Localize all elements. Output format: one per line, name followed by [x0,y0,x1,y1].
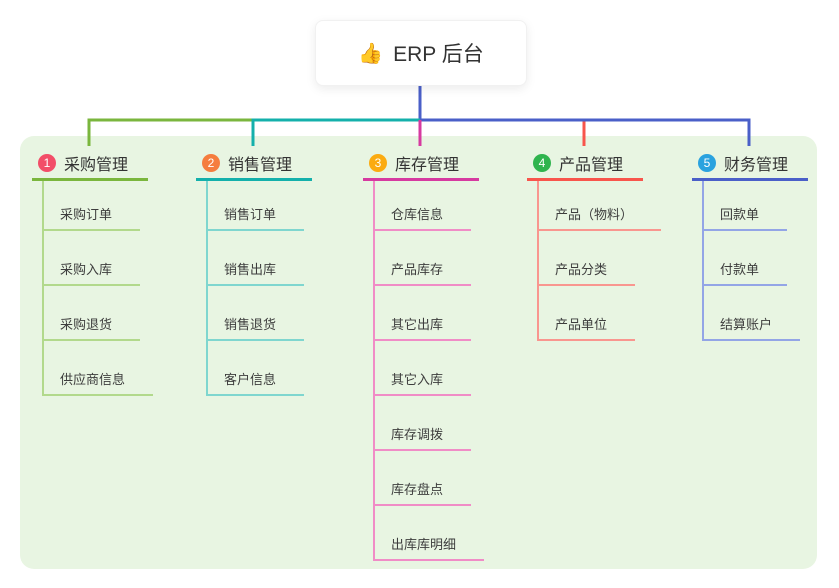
branch-5: 5 财务管理 回款单付款单结算账户 [692,148,808,341]
child-item[interactable]: 其它入库 [375,341,472,396]
child-item[interactable]: 产品库存 [375,231,472,286]
root-node[interactable]: 👍 ERP 后台 [315,20,527,86]
child-item[interactable]: 销售订单 [208,181,305,231]
branch-header[interactable]: 2 销售管理 [196,148,312,178]
branch-title: 产品管理 [559,157,624,174]
branches-panel [20,136,817,569]
branch-number-badge: 4 [533,154,551,172]
branch-children: 采购订单采购入库采购退货供应商信息 [42,181,154,396]
branch-children: 销售订单销售出库销售退货客户信息 [206,181,305,396]
branch-title: 销售管理 [228,157,293,174]
branch-number-badge: 3 [369,154,387,172]
child-item[interactable]: 结算账户 [704,286,801,341]
branch-2: 2 销售管理 销售订单销售出库销售退货客户信息 [196,148,312,396]
branch-title: 采购管理 [64,157,129,174]
branch-header[interactable]: 5 财务管理 [692,148,808,178]
child-item[interactable]: 采购入库 [44,231,141,286]
branch-number-badge: 1 [38,154,56,172]
child-item[interactable]: 销售退货 [208,286,305,341]
thumbs-up-icon: 👍 [358,42,384,65]
child-item[interactable]: 客户信息 [208,341,305,396]
child-item[interactable]: 库存调拨 [375,396,472,451]
branch-underline [527,178,643,181]
child-item[interactable]: 付款单 [704,231,788,286]
branch-header[interactable]: 1 采购管理 [32,148,148,178]
branch-title: 财务管理 [724,157,789,174]
branch-underline [363,178,479,181]
branch-underline [692,178,808,181]
branch-header[interactable]: 4 产品管理 [527,148,643,178]
branch-children: 仓库信息产品库存其它出库其它入库库存调拨库存盘点出库库明细 [373,181,485,561]
child-item[interactable]: 产品单位 [539,286,636,341]
child-item[interactable]: 销售出库 [208,231,305,286]
branch-4: 4 产品管理 产品（物料）产品分类产品单位 [527,148,662,341]
child-item[interactable]: 仓库信息 [375,181,472,231]
branch-3: 3 库存管理 仓库信息产品库存其它出库其它入库库存调拨库存盘点出库库明细 [363,148,485,561]
child-item[interactable]: 产品（物料） [539,181,662,231]
branch-children: 产品（物料）产品分类产品单位 [537,181,662,341]
child-item[interactable]: 采购订单 [44,181,141,231]
branch-children: 回款单付款单结算账户 [702,181,801,341]
child-item[interactable]: 采购退货 [44,286,141,341]
branch-number-badge: 5 [698,154,716,172]
child-item[interactable]: 产品分类 [539,231,636,286]
child-item[interactable]: 出库库明细 [375,506,485,561]
child-item[interactable]: 供应商信息 [44,341,154,396]
child-item[interactable]: 库存盘点 [375,451,472,506]
branch-number-badge: 2 [202,154,220,172]
child-item[interactable]: 回款单 [704,181,788,231]
child-item[interactable]: 其它出库 [375,286,472,341]
branch-header[interactable]: 3 库存管理 [363,148,479,178]
root-node-title: ERP 后台 [393,43,484,66]
branch-title: 库存管理 [395,157,460,174]
branch-underline [196,178,312,181]
branch-underline [32,178,148,181]
branch-1: 1 采购管理 采购订单采购入库采购退货供应商信息 [32,148,154,396]
